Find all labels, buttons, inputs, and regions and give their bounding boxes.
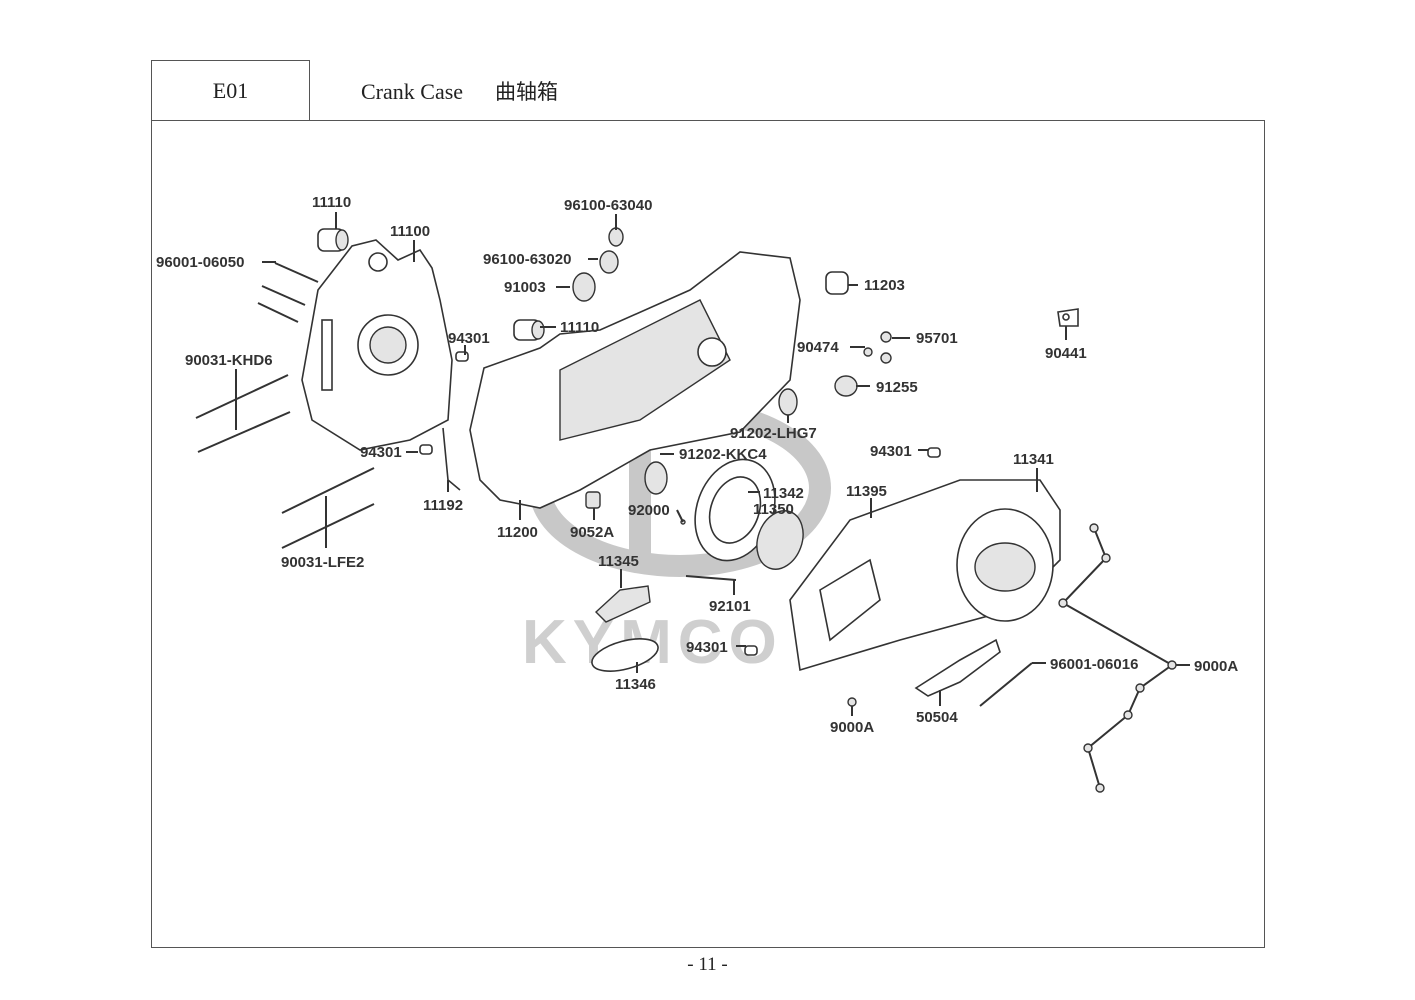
bolts-9000a — [847, 523, 1177, 793]
page-number: - 11 - — [687, 954, 728, 975]
label-90441: 90441 — [1045, 345, 1087, 362]
bolts-96001-06050 — [257, 262, 319, 323]
crankcase-right-11200 — [469, 251, 801, 509]
studs-90031-lfe2 — [281, 467, 375, 549]
label-11395: 11395 — [846, 483, 887, 500]
label-11345: 11345 — [598, 553, 639, 570]
guide-50504 — [914, 638, 1001, 697]
label-90031-khd6: 90031-KHD6 — [185, 352, 273, 369]
label-91255: 91255 — [876, 379, 918, 396]
label-96001-06016: 96001-06016 — [1050, 656, 1138, 673]
label-11341: 11341 — [1013, 451, 1054, 468]
label-11100: 11100 — [390, 223, 430, 240]
label-11110-middle: 11110 — [560, 319, 599, 336]
label-9000a-right: 9000A — [1194, 658, 1238, 675]
section-code-text: E01 — [212, 78, 249, 103]
label-90474: 90474 — [797, 339, 839, 356]
page-title: Crank Case 曲轴箱 — [361, 76, 558, 106]
label-92000: 92000 — [628, 502, 670, 519]
label-9000a-bottom: 9000A — [830, 719, 874, 736]
label-94301-left: 94301 — [360, 444, 402, 461]
crankcase-left-11100 — [301, 239, 453, 451]
label-96100-63040: 96100-63040 — [564, 197, 652, 214]
title-chinese: 曲轴箱 — [495, 80, 559, 104]
label-90031-lfe2: 90031-LFE2 — [281, 554, 364, 571]
label-95701: 95701 — [916, 330, 958, 347]
label-96100-63020: 96100-63020 — [483, 251, 571, 268]
bushing-11110-middle — [513, 319, 545, 341]
label-91202-kkc4: 91202-KKC4 — [679, 446, 767, 463]
label-94301-upper: 94301 — [448, 330, 490, 347]
label-96001-06050: 96001-06050 — [156, 254, 244, 271]
small-parts — [419, 331, 941, 656]
label-94301-right: 94301 — [870, 443, 912, 460]
diagram-frame — [151, 120, 1265, 948]
label-11350: 11350 — [753, 501, 794, 518]
label-11203: 11203 — [864, 277, 905, 294]
label-50504: 50504 — [916, 709, 958, 726]
section-code: E01 — [151, 60, 310, 121]
label-94301-lower: 94301 — [686, 639, 728, 656]
bushing-11110 — [317, 228, 349, 252]
leader-lines — [235, 212, 1190, 716]
title-english: Crank Case — [361, 79, 464, 104]
studs-90031-khd6 — [195, 374, 291, 453]
label-11110-top: 11110 — [312, 194, 351, 211]
label-9052a: 9052A — [570, 524, 614, 541]
label-92101: 92101 — [709, 598, 751, 615]
bracket-90441 — [1057, 308, 1079, 327]
label-11200: 11200 — [497, 524, 538, 541]
clamp-11346 — [591, 638, 659, 672]
label-11192: 11192 — [423, 497, 463, 514]
fan-11350 — [756, 510, 804, 570]
label-11346: 11346 — [615, 676, 656, 693]
transmission-cover-11341 — [789, 479, 1061, 672]
part-labels: 11110 11100 96001-06050 90031-KHD6 94301… — [156, 194, 1238, 736]
label-91202-lhg7: 91202-LHG7 — [730, 425, 817, 442]
label-11342: 11342 — [763, 485, 804, 502]
duct-11345 — [594, 585, 651, 623]
label-91003: 91003 — [504, 279, 546, 296]
